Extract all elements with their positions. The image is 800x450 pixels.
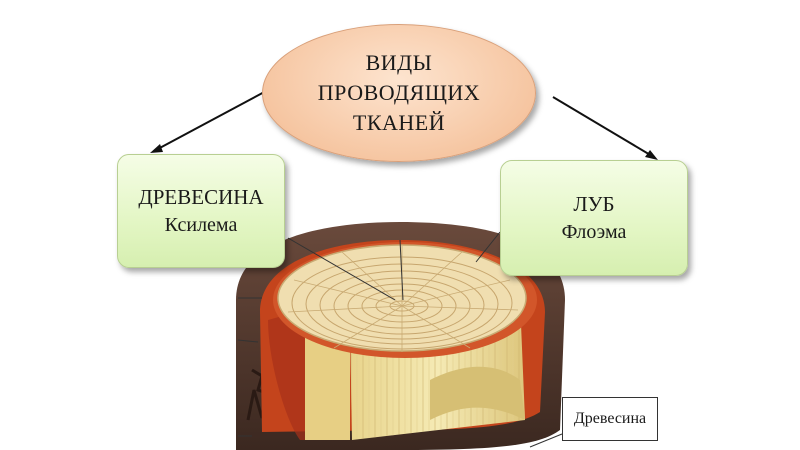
phloem-node: ЛУБ Флоэма bbox=[500, 160, 688, 276]
arrowhead-left bbox=[150, 144, 163, 153]
phloem-subtitle: Флоэма bbox=[562, 218, 627, 246]
arrow-right bbox=[553, 97, 652, 156]
xylem-node: ДРЕВЕСИНА Ксилема bbox=[117, 154, 285, 268]
arrow-left bbox=[156, 90, 268, 150]
xylem-subtitle: Ксилема bbox=[165, 211, 238, 239]
center-line-1: ВИДЫ bbox=[366, 48, 433, 78]
center-line-2: ПРОВОДЯЩИХ bbox=[318, 78, 480, 108]
center-oval-node: ВИДЫ ПРОВОДЯЩИХ ТКАНЕЙ bbox=[262, 24, 536, 162]
xylem-title: ДРЕВЕСИНА bbox=[138, 183, 263, 211]
center-line-3: ТКАНЕЙ bbox=[353, 108, 445, 138]
wood-callout-text: Древесина bbox=[574, 410, 646, 428]
wood-callout-label: Древесина bbox=[562, 397, 658, 441]
phloem-title: ЛУБ bbox=[573, 190, 614, 218]
arrowhead-right bbox=[645, 150, 658, 160]
